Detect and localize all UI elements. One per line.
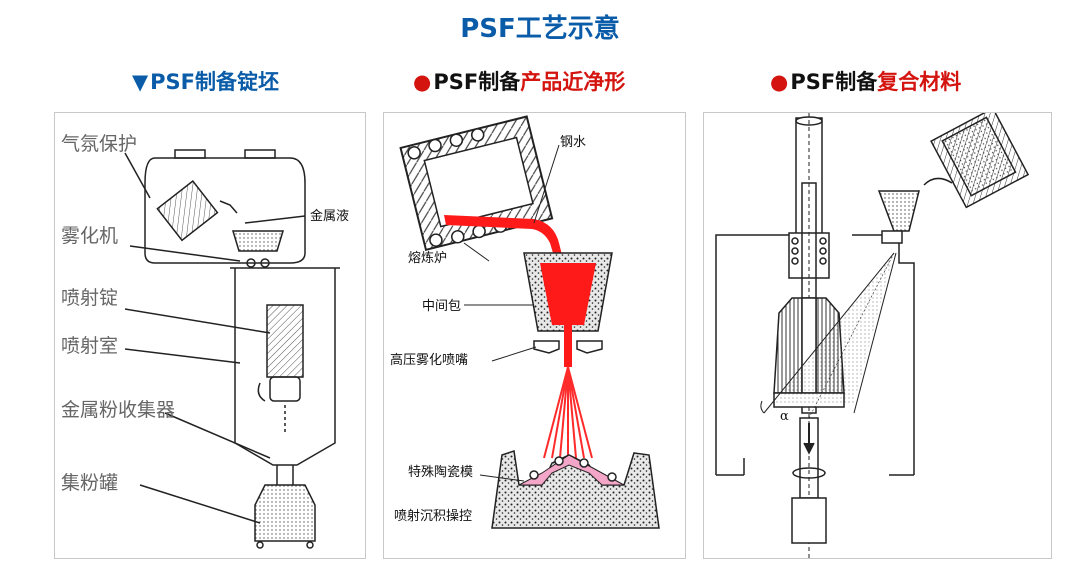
label-powder-tank: 集粉罐 [61,472,119,494]
panel-2-heading-suffix: 产品近净形 [520,70,626,94]
red-dot-icon: ● [770,70,789,94]
panel-near-net-shape: 钢水 熔炼炉 中间包 高压雾化喷嘴 特殊陶瓷模 喷射沉积操控 [383,112,686,559]
page-title: PSF工艺示意 [460,14,620,44]
label-nozzle: 高压雾化喷嘴 [390,353,469,368]
triangle-marker-icon: ▼ [132,70,149,94]
label-deposition-control: 喷射沉积操控 [394,509,473,524]
panel-composite: α [703,112,1052,559]
red-dot-icon: ● [413,70,432,94]
panel-3-heading: ●PSF制备复合材料 [770,66,961,96]
label-alpha-angle: α [780,409,789,424]
label-atomizer: 雾化机 [61,225,119,247]
label-tundish: 中间包 [422,299,462,314]
label-powder-collector: 金属粉收集器 [61,399,176,421]
composite-diagram [715,113,1030,558]
panel-1-heading: ▼PSF制备锭坯 [132,66,279,96]
label-molten-metal: 金属液 [310,209,350,224]
panel-2-heading-prefix: PSF制备 [433,70,521,94]
panel-3-heading-suffix: 复合材料 [877,70,962,94]
ingot-diagram [124,149,340,549]
label-spray-chamber: 喷射室 [61,335,119,357]
panel-2-heading: ●PSF制备产品近净形 [413,66,625,96]
label-atmosphere-protection: 气氛保护 [61,133,138,155]
label-ceramic-mold: 特殊陶瓷模 [408,465,474,480]
panel-ingot: 气氛保护 金属液 雾化机 喷射锭 喷射室 金属粉收集器 集粉罐 [54,112,366,559]
label-steel: 钢水 [560,135,587,150]
near-net-diagram [399,115,660,529]
panel-3-heading-prefix: PSF制备 [790,70,878,94]
label-spray-ingot: 喷射锭 [61,287,119,309]
label-furnace: 熔炼炉 [408,251,448,266]
panel-1-heading-text: PSF制备锭坯 [150,70,280,94]
